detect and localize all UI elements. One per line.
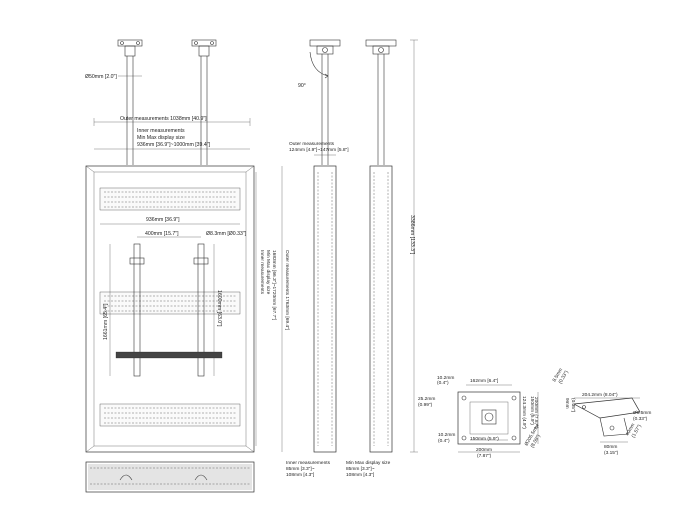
inner-minmax-title: Min Max display size xyxy=(137,135,185,141)
plate-200-in: (7.87") xyxy=(477,453,492,459)
vert-minmax-title: Min Max display size xyxy=(265,250,271,295)
vert-range-label: 1683mm [66.3"]~1720mm [67.7"] xyxy=(271,250,277,320)
bracket-hole-in: (0.33") xyxy=(633,416,648,422)
plate-150h: 150mm (5.9") xyxy=(470,436,499,442)
side-inner-title: Inner measurements xyxy=(286,460,331,466)
height-1600-label: 1600mm [63.0"] xyxy=(216,290,222,327)
hole-diameter-label: Ø8.3mm [Ø0.33"] xyxy=(206,231,247,237)
plate-10-2a: 10.2mm xyxy=(437,375,454,381)
ceiling-mount-left xyxy=(117,39,143,165)
vert-inner-title: Inner measurements xyxy=(259,250,265,295)
outer-width-label: Outer measurements 1038mm [40.9"] xyxy=(120,116,207,122)
plate-25-2-in: (0.99") xyxy=(418,402,433,408)
side-outer-value: 124mm [4.9"]~147mm [5.8"] xyxy=(289,147,349,153)
side-inner-v2: 108mm [4.3"] xyxy=(286,472,314,478)
bracket-detail: 8.5mm (0.33") 204.2mm (8.04") 9mm (0.35"… xyxy=(552,367,652,456)
width-936-label: 936mm [36.9"] xyxy=(146,217,180,223)
bracket-9: 9mm xyxy=(564,398,570,409)
bracket-hole: Ø8.5mm xyxy=(633,410,651,416)
plate-162: 162mm [6.4"] xyxy=(470,378,498,384)
plate-200r: 200mm (7.87") xyxy=(533,397,539,429)
bracket-80-in: (3.15") xyxy=(604,450,619,456)
side-min-v1: 85mm [3.3"]~ xyxy=(346,466,375,472)
plate-10-2b: 10.2mm xyxy=(438,432,455,438)
side-outer-title: Outer measurements xyxy=(289,141,335,147)
front-view: Ø50mm [2.0"] Outer measurements 1038mm [… xyxy=(85,39,290,493)
inner-measurements-title: Inner measurements xyxy=(137,128,185,134)
plate-200: 200mm xyxy=(476,447,492,453)
ceiling-mount-right xyxy=(191,39,217,165)
angle-90-label: 90° xyxy=(298,83,306,89)
pole-diameter-label: Ø50mm [2.0"] xyxy=(85,74,117,80)
side-view: 90° Outer measurements 124mm [4.9"]~147m… xyxy=(286,39,349,478)
ceiling-plate-detail: 10.2mm (0.4") 162mm [6.4"] 25.2mm (0.99"… xyxy=(418,375,542,459)
total-height-label: 3386mm [133.3"] xyxy=(409,215,415,255)
height-1661-label: 1661mm [65.4"] xyxy=(103,303,109,340)
bracket-9-in: (0.35") xyxy=(570,398,576,413)
plate-124-3: 124.3mm (4.9") xyxy=(521,396,527,429)
side-inner-v1: 85mm [3.3"]~ xyxy=(286,466,315,472)
bracket-40: 40mm xyxy=(625,422,637,437)
plate-150v: 150mm (5.9") xyxy=(529,396,535,425)
side-min-title: Min Max display size xyxy=(346,460,391,466)
plate-10-2b-in: (0.4") xyxy=(438,438,450,444)
plate-10-2a-in: (0.4") xyxy=(437,380,449,386)
plate-25-2: 25.2mm xyxy=(418,396,435,402)
inner-range-label: 936mm [36.9"]~1000mm [39.4"] xyxy=(137,142,211,148)
vert-outer-label: Outer measurements 1763mm [69.4"] xyxy=(284,250,290,330)
side-view-2: 3386mm [133.3"] Min Max display size 85m… xyxy=(346,39,418,478)
width-400-label: 400mm [15.7"] xyxy=(145,231,179,237)
side-min-v2: 108mm [4.3"] xyxy=(346,472,374,478)
bracket-204-2: 204.2mm (8.04") xyxy=(582,392,618,398)
bracket-80: 80mm xyxy=(604,444,617,450)
